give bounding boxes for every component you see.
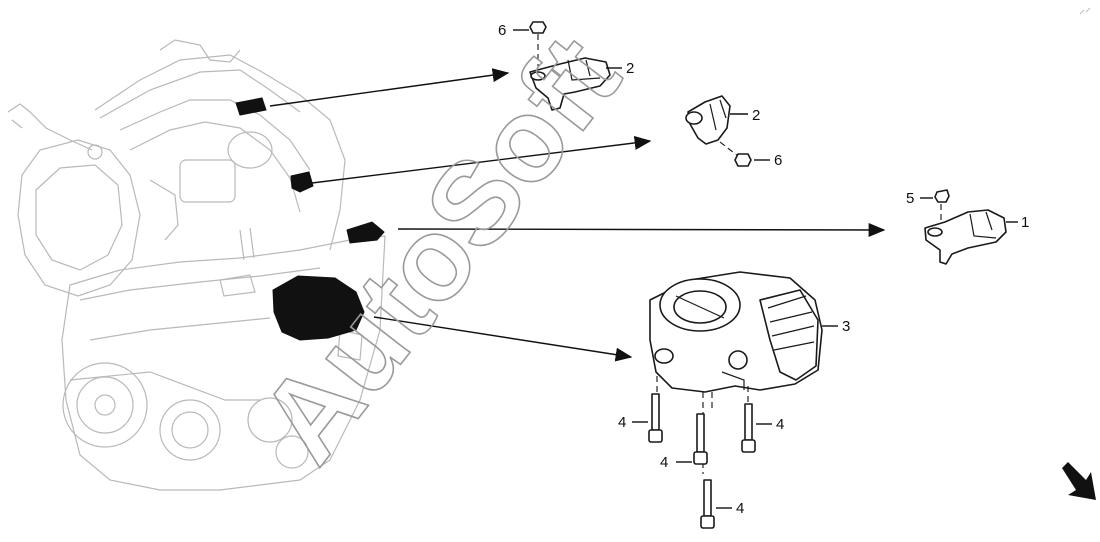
callout-4-left: 4: [618, 414, 626, 431]
watermark-text: AutoSoft: [234, 12, 645, 486]
bolts-4: [632, 393, 772, 529]
direction-arrow-icon: [1062, 462, 1096, 500]
callout-2-upper: 2: [626, 60, 634, 77]
bolt-6-lower: [734, 153, 752, 167]
leader-arrows: [269, 68, 886, 362]
callout-labels: 6 2 2 6 5 1 3 4 4 4 4: [498, 22, 1029, 517]
engine-block-illustration: [7, 39, 386, 491]
callout-2-lower: 2: [752, 107, 760, 124]
engine-sensor-locations: [235, 97, 385, 341]
camshaft-sensor-upper: [513, 21, 622, 111]
bolt-6-upper: [529, 21, 547, 34]
leader-to-part-1: [397, 222, 886, 237]
bolt-4-bottom: [700, 479, 732, 529]
leader-to-part-2-upper: [269, 68, 510, 107]
leader-to-part-3: [373, 316, 633, 362]
bolt-4-right: [741, 403, 772, 453]
map-sensor: [920, 189, 1018, 265]
callout-4-bottom: 4: [736, 500, 744, 517]
bolt-5: [934, 189, 950, 203]
callout-4-center: 4: [660, 454, 668, 471]
throttle-body: [649, 271, 838, 474]
camshaft-sensor-lower: [685, 95, 770, 167]
corner-mark-icon: [1079, 7, 1091, 15]
bolt-4-center: [676, 413, 708, 465]
bolt-4-left: [632, 393, 663, 443]
callout-5: 5: [906, 190, 914, 207]
callout-3: 3: [842, 318, 850, 335]
callout-4-right: 4: [776, 416, 784, 433]
leader-to-part-2-lower: [311, 135, 652, 184]
callout-1: 1: [1021, 214, 1029, 231]
callout-6-upper: 6: [498, 22, 506, 39]
callout-6-lower: 6: [774, 152, 782, 169]
